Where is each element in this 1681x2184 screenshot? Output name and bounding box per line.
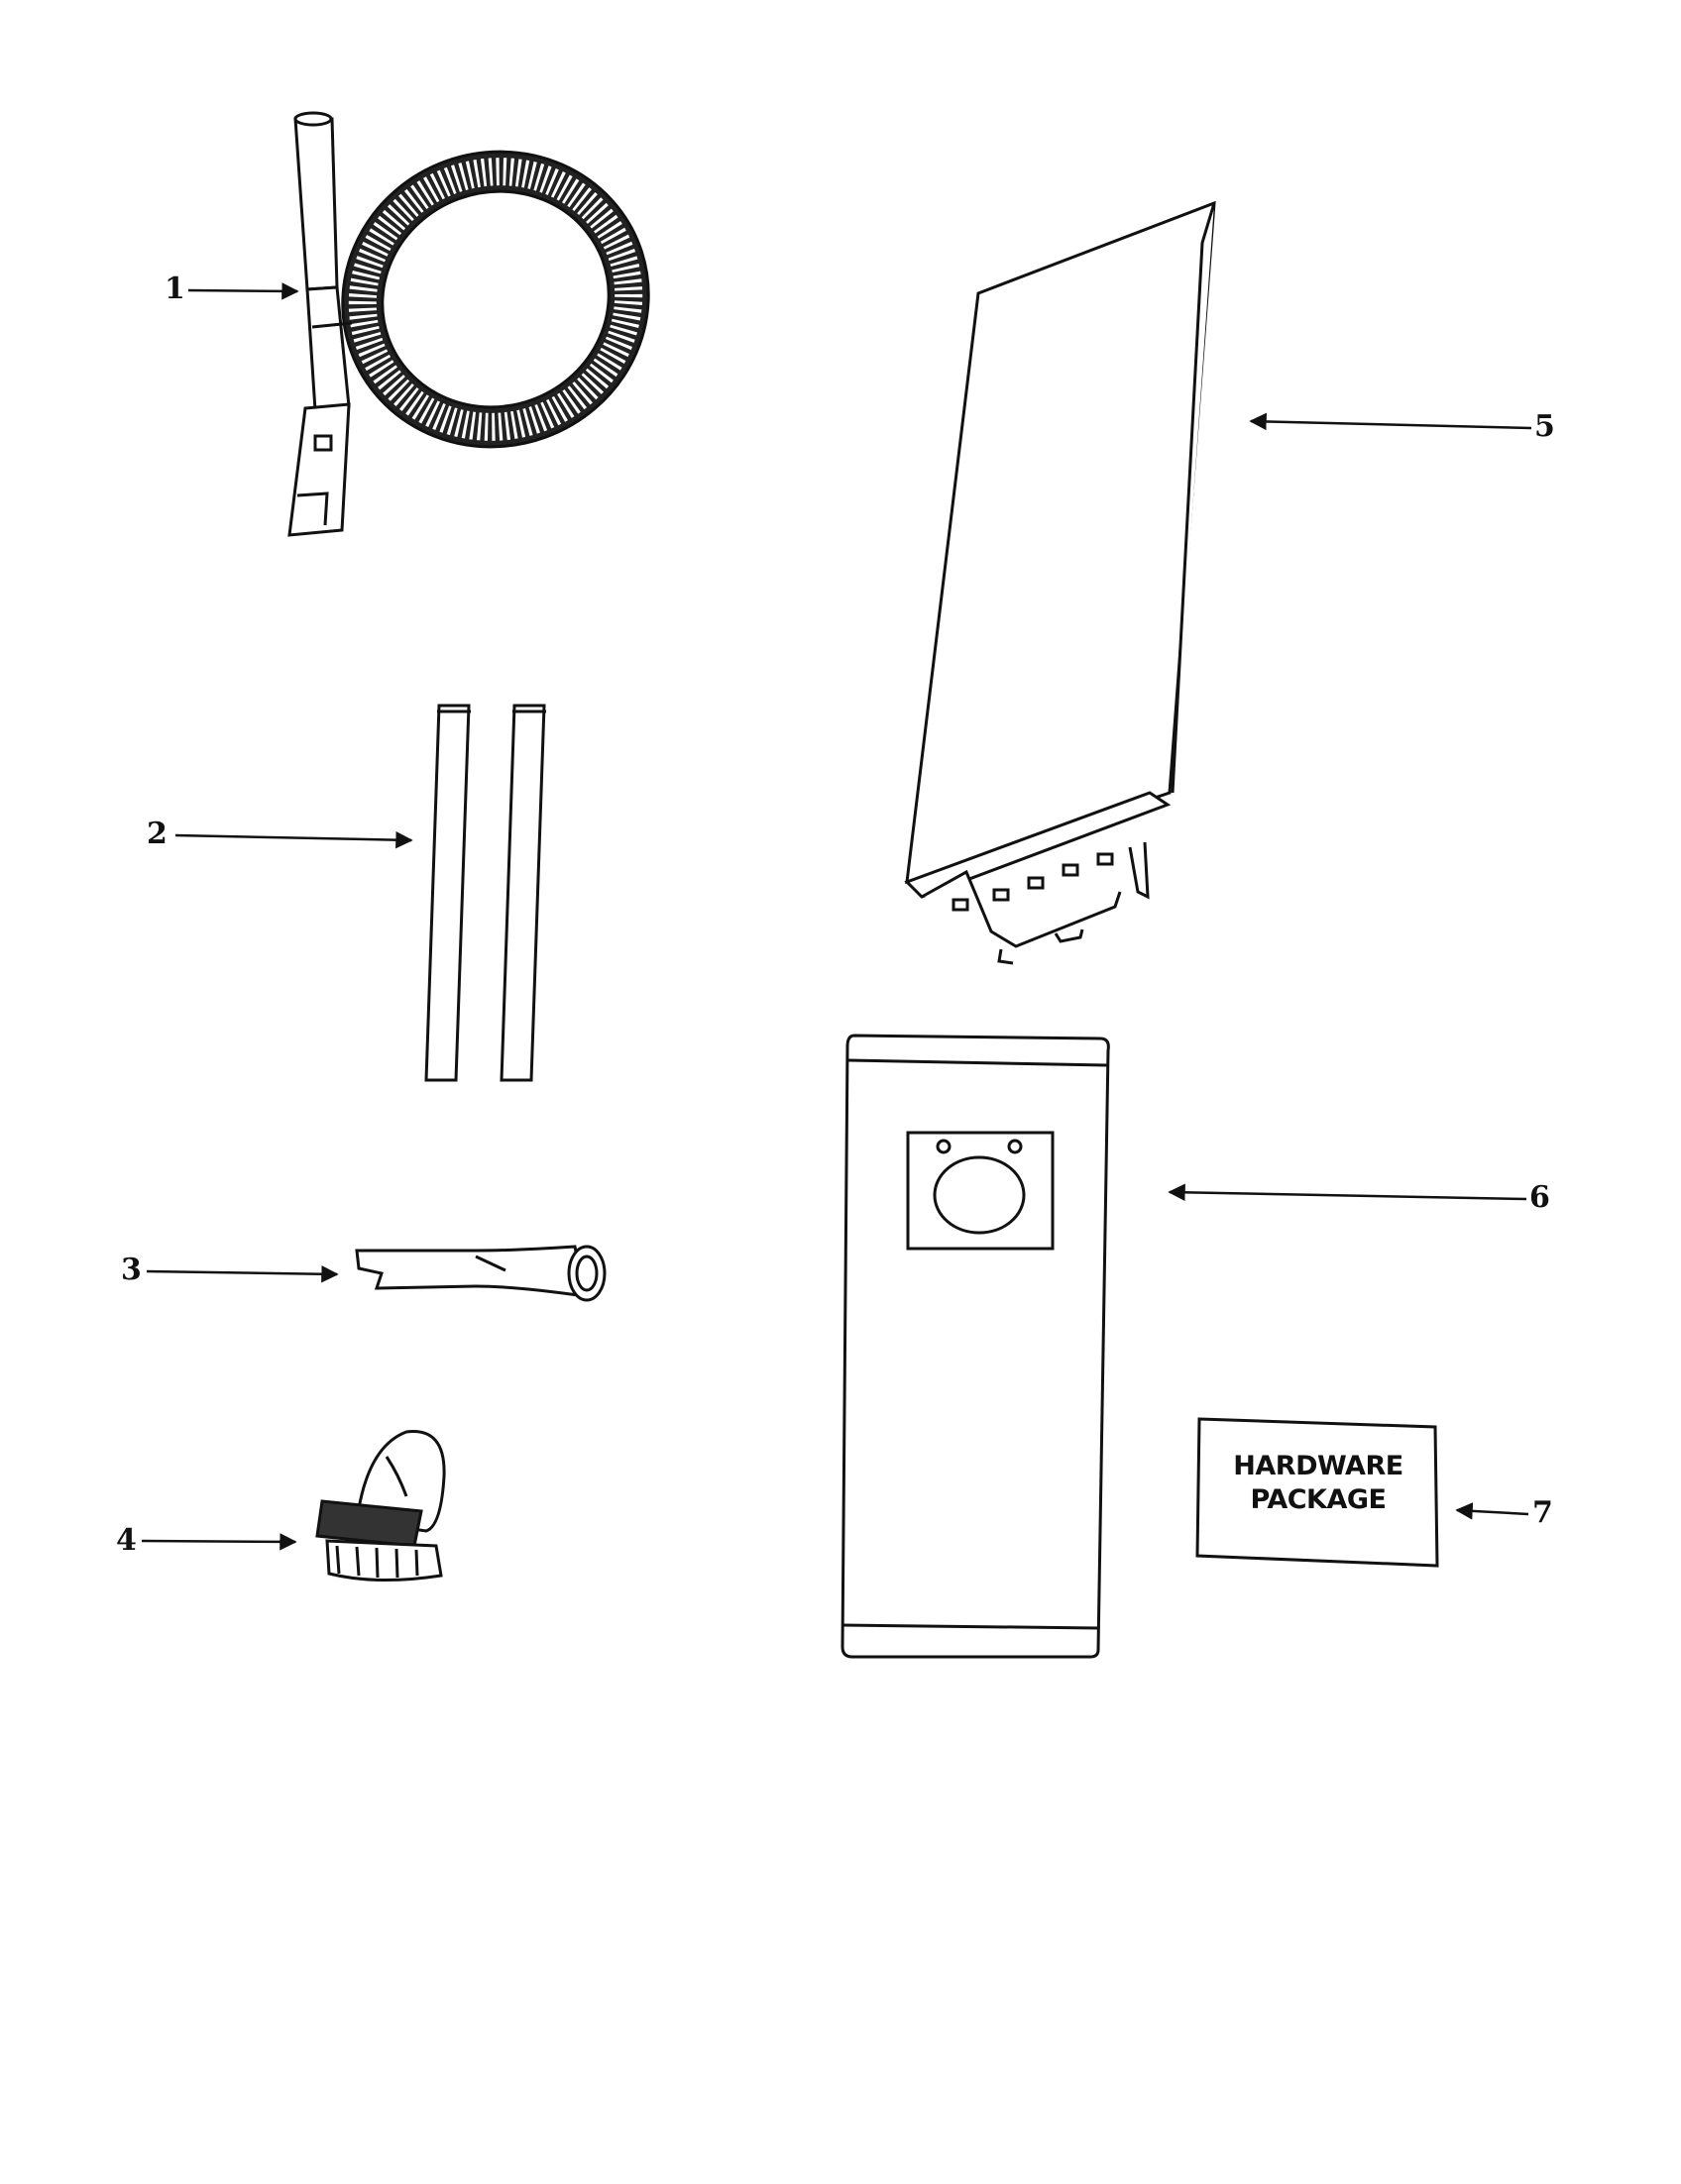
hardware-package-line1: HARDWARE — [1233, 1451, 1403, 1481]
part-4-dusting-brush — [315, 1430, 446, 1583]
hardware-package-line2: PACKAGE — [1250, 1483, 1387, 1515]
arrow-1 — [187, 282, 299, 300]
part-2-wands — [424, 704, 546, 1082]
part-7-hardware-box — [1195, 1417, 1439, 1568]
callout-2: 2 — [147, 817, 168, 851]
callout-4: 4 — [116, 1523, 137, 1558]
arrow-5 — [1249, 412, 1532, 431]
arrow-2 — [174, 830, 413, 849]
arrow-3 — [146, 1265, 339, 1283]
arrow-7 — [1455, 1502, 1529, 1520]
callout-7: 7 — [1532, 1495, 1553, 1530]
part-6-paper-bag — [840, 1034, 1110, 1659]
callout-1: 1 — [165, 272, 185, 306]
leader-arrows — [141, 282, 1532, 1551]
callout-6: 6 — [1529, 1180, 1550, 1215]
arrow-4 — [141, 1533, 297, 1551]
callout-5: 5 — [1534, 409, 1555, 444]
part-5-bag-housing — [904, 200, 1216, 965]
part-1-hose — [287, 111, 650, 537]
part-3-crevice-tool — [355, 1245, 607, 1302]
arrow-6 — [1168, 1183, 1527, 1202]
callout-3: 3 — [121, 1253, 142, 1287]
hardware-package-label: HARDWARE PACKAGE — [1204, 1450, 1432, 1517]
